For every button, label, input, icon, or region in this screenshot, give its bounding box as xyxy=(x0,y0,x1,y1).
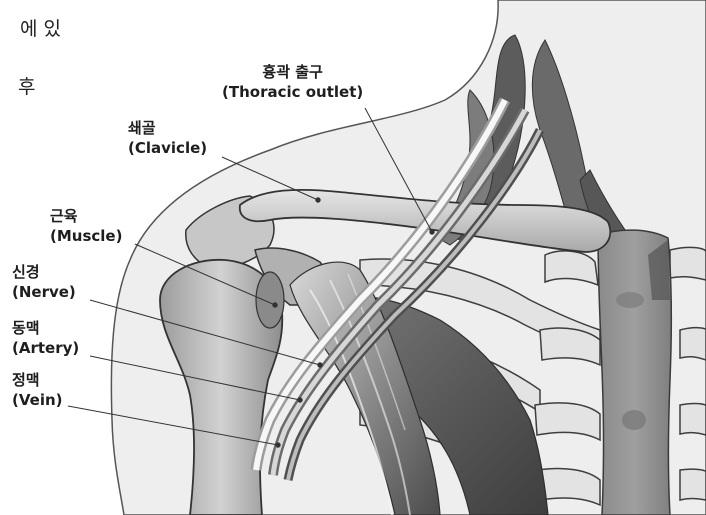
muscle-korean: 근육 xyxy=(50,206,122,226)
thoracic-outlet-leader-dot xyxy=(430,230,434,234)
thoracic-outlet-korean: 흉곽 출구 xyxy=(222,62,363,82)
text-fragment-1: 에 있 xyxy=(20,14,61,41)
muscle-label: 근육 (Muscle) xyxy=(50,206,122,247)
vein-label: 정맥 (Vein) xyxy=(12,370,63,411)
vein-leader-dot xyxy=(276,443,280,447)
artery-label: 동맥 (Artery) xyxy=(12,318,79,359)
nerve-english: (Nerve) xyxy=(12,282,76,302)
clavicle-label: 쇄골 (Clavicle) xyxy=(128,118,207,159)
clavicle-leader-dot xyxy=(316,198,320,202)
thoracic-outlet-english: (Thoracic outlet) xyxy=(222,82,363,102)
nerve-korean: 신경 xyxy=(12,262,76,282)
artery-english: (Artery) xyxy=(12,338,79,358)
artery-leader-dot xyxy=(298,398,302,402)
clavicle-english: (Clavicle) xyxy=(128,138,207,158)
clavicle-korean: 쇄골 xyxy=(128,118,207,138)
nerve-leader-dot xyxy=(318,363,322,367)
sternum xyxy=(598,230,671,515)
muscle-leader-dot xyxy=(273,303,277,307)
artery-korean: 동맥 xyxy=(12,318,79,338)
muscle-english: (Muscle) xyxy=(50,226,122,246)
nerve-label: 신경 (Nerve) xyxy=(12,262,76,303)
vein-english: (Vein) xyxy=(12,390,63,410)
thoracic-outlet-label: 흉곽 출구 (Thoracic outlet) xyxy=(222,62,363,103)
text-fragment-2: 후 xyxy=(18,72,35,99)
vein-korean: 정맥 xyxy=(12,370,63,390)
